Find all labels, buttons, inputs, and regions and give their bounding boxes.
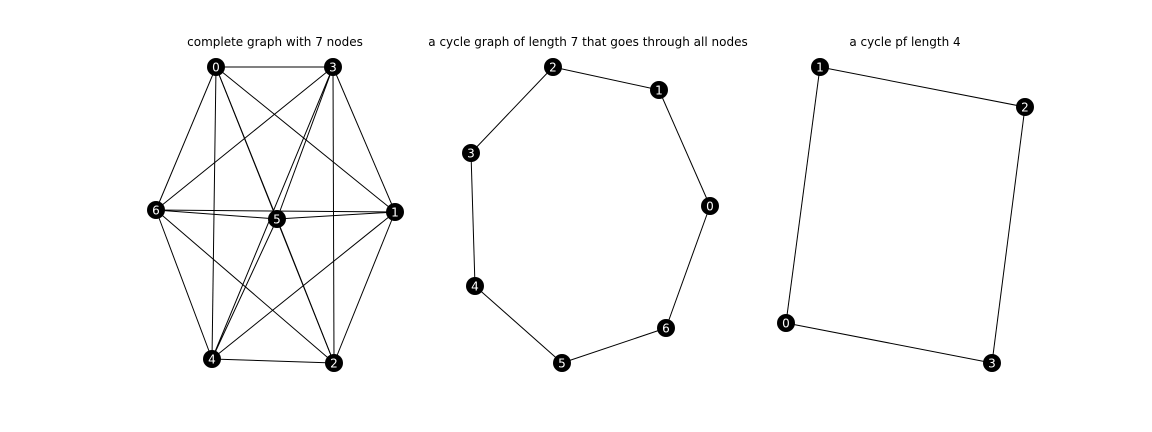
edge-1-5 [276, 211, 396, 220]
node-label: 2 [549, 61, 557, 75]
node-1: 1 [386, 203, 404, 221]
node-label: 3 [329, 61, 337, 75]
edge-6-0 [665, 205, 711, 329]
edge-4-6 [155, 209, 213, 360]
node-2: 2 [544, 58, 562, 76]
panel-title-cycle-7: a cycle graph of length 7 that goes thro… [428, 35, 748, 49]
edge-2-6 [155, 209, 335, 364]
node-3: 3 [983, 354, 1001, 372]
node-circle [811, 58, 829, 76]
node-1: 1 [650, 81, 668, 99]
node-circle [203, 350, 221, 368]
panel-cycle-4: 0 1 2 3 [777, 58, 1034, 372]
node-3: 3 [462, 144, 480, 162]
node-circle [657, 319, 675, 337]
edge-4-5 [211, 218, 278, 360]
node-4: 4 [466, 277, 484, 295]
node-circle [466, 277, 484, 295]
node-label: 1 [816, 61, 824, 75]
node-0: 0 [701, 197, 719, 215]
node-0: 0 [207, 58, 225, 76]
node-circle [207, 58, 225, 76]
edge-1-3 [332, 66, 396, 213]
panel-title-complete-graph: complete graph with 7 nodes [187, 35, 363, 49]
node-circle [544, 58, 562, 76]
node-label: 5 [558, 357, 566, 371]
node-circle [983, 354, 1001, 372]
edge-2-5 [276, 218, 335, 364]
node-label: 2 [1021, 101, 1029, 115]
edge-5-6 [561, 327, 667, 364]
panel-complete-graph: 0 1 2 3 4 5 6 [147, 58, 404, 372]
node-label: 1 [391, 206, 399, 220]
node-circle [701, 197, 719, 215]
edge-3-4 [470, 152, 476, 287]
node-6: 6 [657, 319, 675, 337]
node-circle [386, 203, 404, 221]
node-circle [324, 58, 342, 76]
node-label: 6 [662, 322, 670, 336]
node-label: 6 [152, 204, 160, 218]
node-circle [268, 210, 286, 228]
node-label: 0 [706, 200, 714, 214]
node-2: 2 [1016, 98, 1034, 116]
node-2: 2 [325, 354, 343, 372]
edge-2-3 [332, 66, 335, 364]
edge-1-2 [552, 66, 660, 91]
edge-2-4 [211, 358, 335, 364]
edge-2-3 [470, 66, 554, 154]
edge-0-1 [785, 66, 821, 324]
node-label: 4 [208, 353, 216, 367]
edge-2-3 [991, 106, 1026, 364]
node-circle [462, 144, 480, 162]
node-circle [1016, 98, 1034, 116]
node-5: 5 [553, 354, 571, 372]
node-3: 3 [324, 58, 342, 76]
edge-1-2 [333, 211, 396, 364]
node-0: 0 [777, 314, 795, 332]
node-label: 4 [471, 280, 479, 294]
panel-cycle-7: 0 1 2 3 4 5 6 [462, 58, 719, 372]
node-label: 1 [655, 84, 663, 98]
node-label: 3 [988, 357, 996, 371]
edge-1-2 [819, 66, 1026, 108]
edge-3-0 [785, 322, 993, 364]
node-label: 5 [273, 213, 281, 227]
node-5: 5 [268, 210, 286, 228]
node-circle [650, 81, 668, 99]
panel-title-cycle-4: a cycle pf length 4 [849, 35, 961, 49]
node-label: 3 [467, 147, 475, 161]
node-circle [325, 354, 343, 372]
node-label: 0 [212, 61, 220, 75]
node-1: 1 [811, 58, 829, 76]
edge-0-5 [215, 66, 278, 220]
edge-4-5 [474, 285, 563, 364]
edge-5-6 [155, 209, 278, 220]
edge-3-5 [276, 66, 334, 220]
edge-0-1 [658, 89, 711, 207]
edge-0-4 [211, 66, 217, 360]
node-label: 2 [330, 357, 338, 371]
node-label: 0 [782, 317, 790, 331]
node-circle [553, 354, 571, 372]
node-circle [147, 201, 165, 219]
node-6: 6 [147, 201, 165, 219]
edge-3-6 [155, 66, 334, 211]
node-4: 4 [203, 350, 221, 368]
node-circle [777, 314, 795, 332]
edge-0-1 [215, 66, 396, 213]
edge-0-6 [155, 66, 217, 211]
